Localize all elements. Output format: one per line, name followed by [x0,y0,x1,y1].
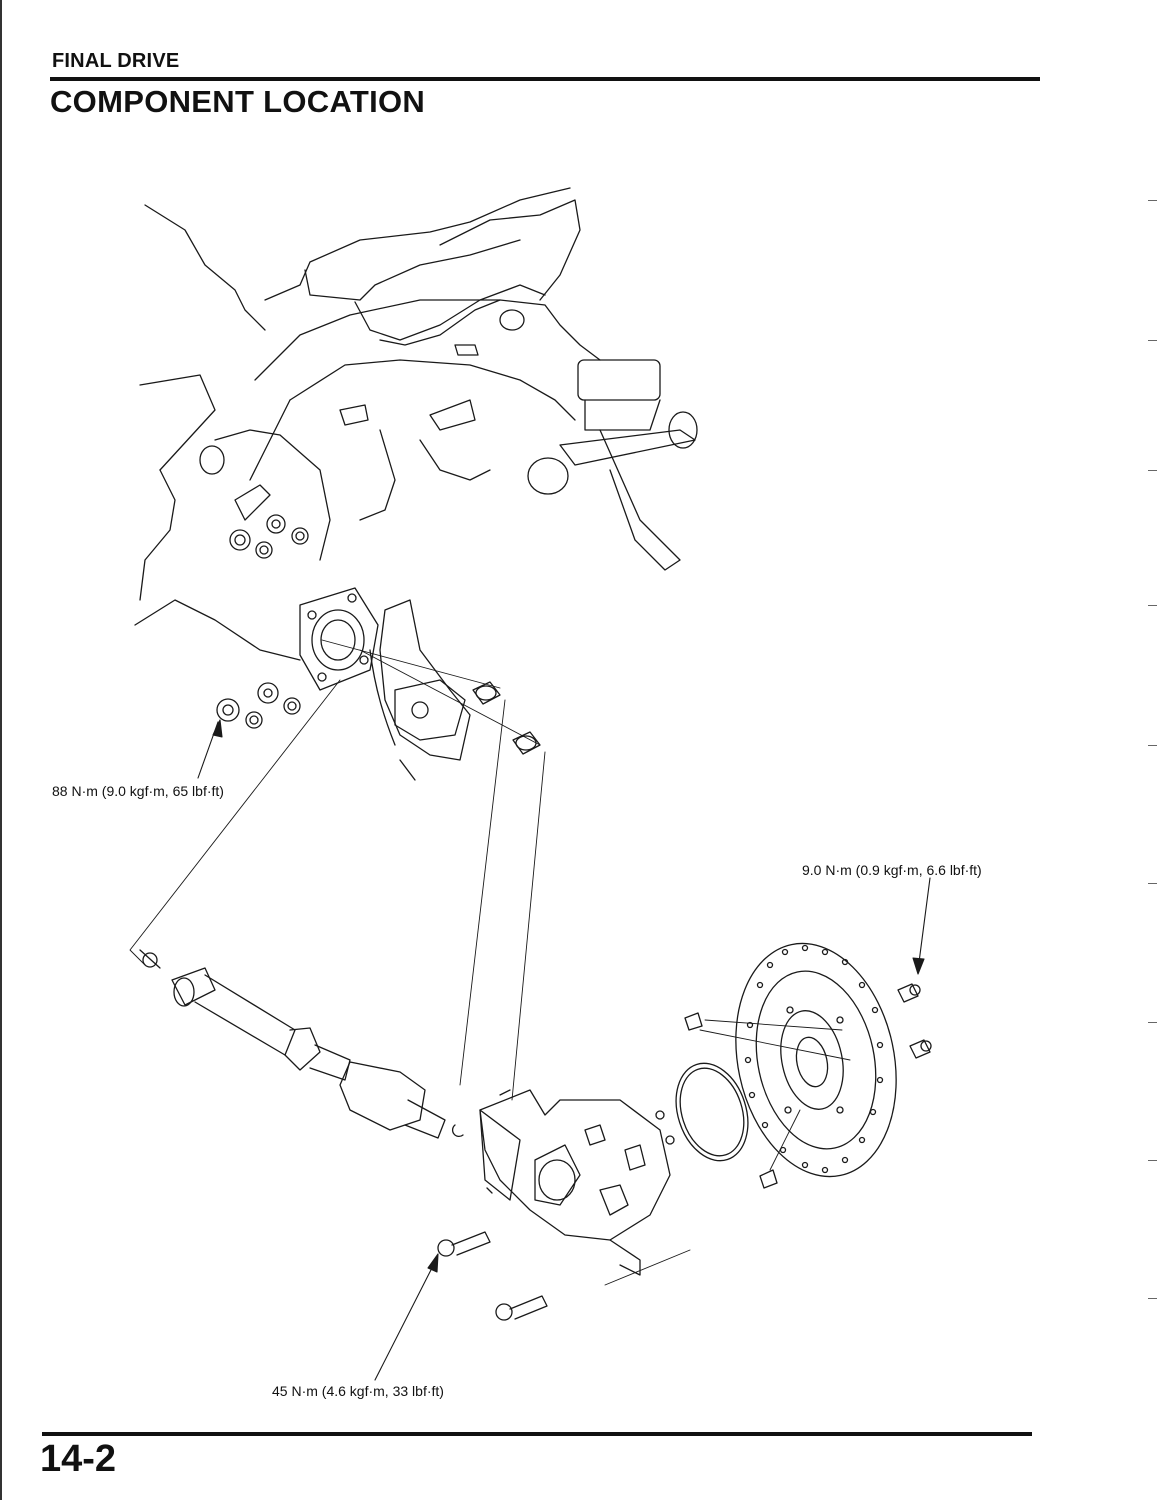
disc-bolts [898,984,931,1058]
page-binding-edge [0,0,2,1500]
page-title: COMPONENT LOCATION [50,84,426,119]
final-drive-flange [300,588,378,690]
dowel-collars [473,682,540,754]
wheel-studs [685,1013,777,1188]
torque-spec-pivot-nuts: 88 N·m (9.0 kgf·m, 65 lbf·ft) [52,783,224,799]
assembly-guide-lines [130,640,850,1285]
rear-frame-illustration [135,188,697,660]
pivot-nuts-lower [217,683,300,728]
torque-spec-case-bolts: 45 N·m (4.6 kgf·m, 33 lbf·ft) [272,1383,444,1399]
torque-leaders [198,720,930,1380]
footer-rule [42,1432,1032,1436]
drive-shaft [140,950,463,1138]
case-bolts [438,1232,547,1320]
pivot-nuts-upper [230,515,308,558]
section-heading: FINAL DRIVE [52,50,180,72]
final-gear-case [480,1090,674,1275]
page-number: 14-2 [40,1438,117,1480]
o-ring [664,1054,760,1170]
header-rule [50,77,1040,81]
o-ring-inner [670,1060,755,1164]
brake-disc [715,928,917,1191]
torque-spec-disc-bolts: 9.0 N·m (0.9 kgf·m, 6.6 lbf·ft) [802,862,982,878]
brake-caliper [370,600,470,780]
